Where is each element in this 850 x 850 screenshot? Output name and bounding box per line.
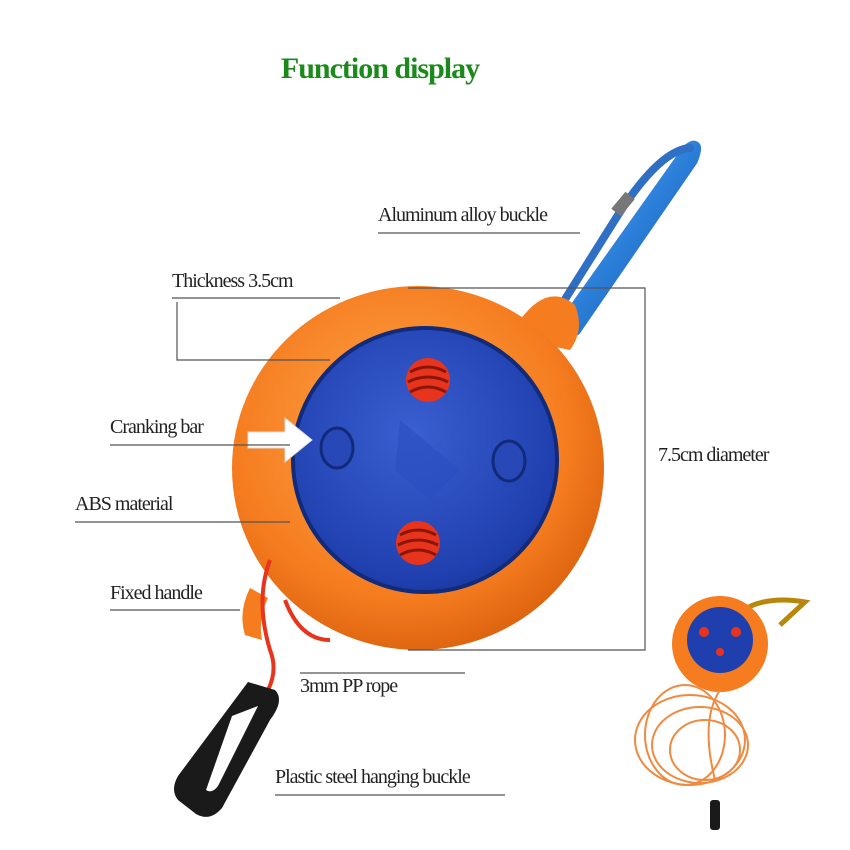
arrow-icon bbox=[247, 416, 313, 464]
label-aluminum-buckle: Aluminum alloy buckle bbox=[378, 204, 548, 226]
cranking-knob-right bbox=[491, 439, 527, 483]
label-thickness: Thickness 3.5cm bbox=[172, 270, 294, 292]
label-pp-rope: 3mm PP rope bbox=[300, 675, 398, 697]
label-abs-material: ABS material bbox=[75, 493, 173, 515]
plastic-steel-hook bbox=[174, 682, 279, 817]
inset-product-photo bbox=[634, 596, 811, 830]
label-diameter: 7.5cm diameter bbox=[658, 444, 769, 466]
label-fixed-handle: Fixed handle bbox=[110, 582, 203, 604]
leader-lines bbox=[75, 232, 646, 796]
label-hanging-buckle: Plastic steel hanging buckle bbox=[275, 766, 471, 788]
label-cranking-bar: Cranking bar bbox=[110, 416, 204, 438]
page-title: Function display bbox=[280, 52, 480, 85]
cranking-knob-left bbox=[319, 426, 355, 470]
rope-hole-top bbox=[406, 358, 450, 402]
rope-hole-bottom bbox=[396, 521, 440, 565]
pp-rope bbox=[260, 559, 276, 691]
aluminum-carabiner bbox=[548, 140, 702, 336]
